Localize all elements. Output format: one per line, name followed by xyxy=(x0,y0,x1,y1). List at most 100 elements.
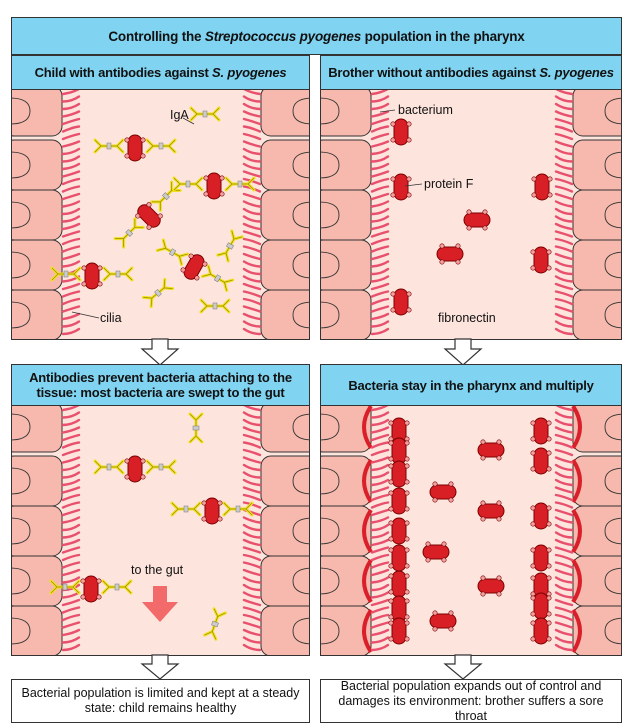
protein-f xyxy=(388,573,394,579)
bacterium xyxy=(203,172,225,200)
cilium xyxy=(242,282,262,291)
inflamed-edge xyxy=(362,558,373,604)
protein-f xyxy=(496,455,502,461)
antibody xyxy=(50,266,82,282)
cilium xyxy=(370,523,390,532)
header-tl-species: S. pyogenes xyxy=(212,65,287,80)
epithelial-cell xyxy=(572,406,621,453)
cilium xyxy=(554,245,574,253)
cilium xyxy=(242,290,262,298)
protein-f xyxy=(406,192,412,198)
cilium xyxy=(61,200,81,208)
cilium xyxy=(370,252,390,261)
protein-f xyxy=(530,420,536,426)
cilium xyxy=(61,102,81,111)
iga-j-chain xyxy=(235,505,241,513)
cilium xyxy=(554,411,574,419)
protein-f xyxy=(219,175,225,181)
cilium xyxy=(554,170,574,178)
epithelial-cell xyxy=(12,289,63,339)
cilium xyxy=(370,305,390,313)
antibody xyxy=(200,264,235,292)
iga-j-chain xyxy=(185,180,191,188)
epithelial-cell xyxy=(12,505,63,557)
cilium xyxy=(242,583,262,592)
epithelial-cell xyxy=(260,555,309,607)
protein-f xyxy=(530,466,536,472)
cilium xyxy=(61,245,81,253)
protein-f xyxy=(496,500,502,506)
label-cilia: cilia xyxy=(100,311,122,325)
cilium xyxy=(242,110,262,118)
protein-f xyxy=(388,463,394,469)
cilium xyxy=(554,508,574,517)
protein-f xyxy=(406,176,412,182)
cilium xyxy=(554,102,574,111)
cilium xyxy=(554,95,574,103)
protein-f xyxy=(388,456,394,462)
cilium xyxy=(61,162,81,171)
inflamed-edge xyxy=(571,508,582,554)
down-arrow-left-2 xyxy=(140,654,180,680)
epithelial-cell xyxy=(572,239,621,291)
protein-f xyxy=(388,520,394,526)
cilium xyxy=(554,591,574,599)
protein-f xyxy=(404,547,410,553)
cilium xyxy=(61,297,81,306)
cilium xyxy=(554,621,574,629)
protein-f xyxy=(546,595,552,601)
epithelial-cell xyxy=(12,239,63,291)
cilium xyxy=(554,478,574,487)
protein-f xyxy=(480,500,486,506)
cilium xyxy=(242,561,262,569)
cilium xyxy=(242,471,262,479)
cilium xyxy=(554,177,574,186)
protein-f xyxy=(466,209,472,215)
bacterium xyxy=(80,575,102,603)
cilium xyxy=(61,448,81,457)
protein-f xyxy=(530,547,536,553)
inflamed-edge xyxy=(362,608,373,654)
cilium xyxy=(370,147,390,156)
cilium xyxy=(370,110,390,118)
protein-f xyxy=(466,225,472,231)
cilium xyxy=(242,426,262,434)
protein-f xyxy=(388,636,394,642)
protein-f xyxy=(425,541,431,547)
cilium xyxy=(554,448,574,457)
protein-f xyxy=(530,436,536,442)
bacterium xyxy=(530,544,552,572)
cilium xyxy=(242,546,262,554)
bacterium xyxy=(124,134,146,162)
antibody-bound-bacterium xyxy=(50,262,134,290)
protein-f xyxy=(390,192,396,198)
cilium xyxy=(554,568,574,577)
cilium xyxy=(61,117,81,126)
panel-child-swept xyxy=(11,406,310,656)
outcome-brother-text: Bacterial population expands out of cont… xyxy=(338,678,604,723)
epithelial-cell xyxy=(260,455,309,507)
protein-f xyxy=(390,307,396,313)
cilium xyxy=(61,230,81,238)
protein-f xyxy=(390,291,396,297)
protein-f xyxy=(202,261,208,267)
protein-f xyxy=(81,281,87,287)
cilium xyxy=(370,245,390,253)
cilium xyxy=(242,297,262,306)
epithelial-cell xyxy=(260,605,309,655)
inflamed-edge xyxy=(362,508,373,554)
cilium xyxy=(554,441,574,449)
cilium xyxy=(370,478,390,487)
cilium xyxy=(554,516,574,524)
cilium xyxy=(554,636,574,644)
protein-f xyxy=(425,557,431,563)
cilium xyxy=(370,531,390,539)
cilium xyxy=(370,613,390,622)
cilium xyxy=(243,406,262,412)
antibody xyxy=(188,412,204,444)
cilium xyxy=(370,117,390,126)
cilium xyxy=(242,463,262,472)
cilium xyxy=(242,478,262,487)
epithelial-cell xyxy=(12,90,63,137)
cilium xyxy=(61,312,81,321)
